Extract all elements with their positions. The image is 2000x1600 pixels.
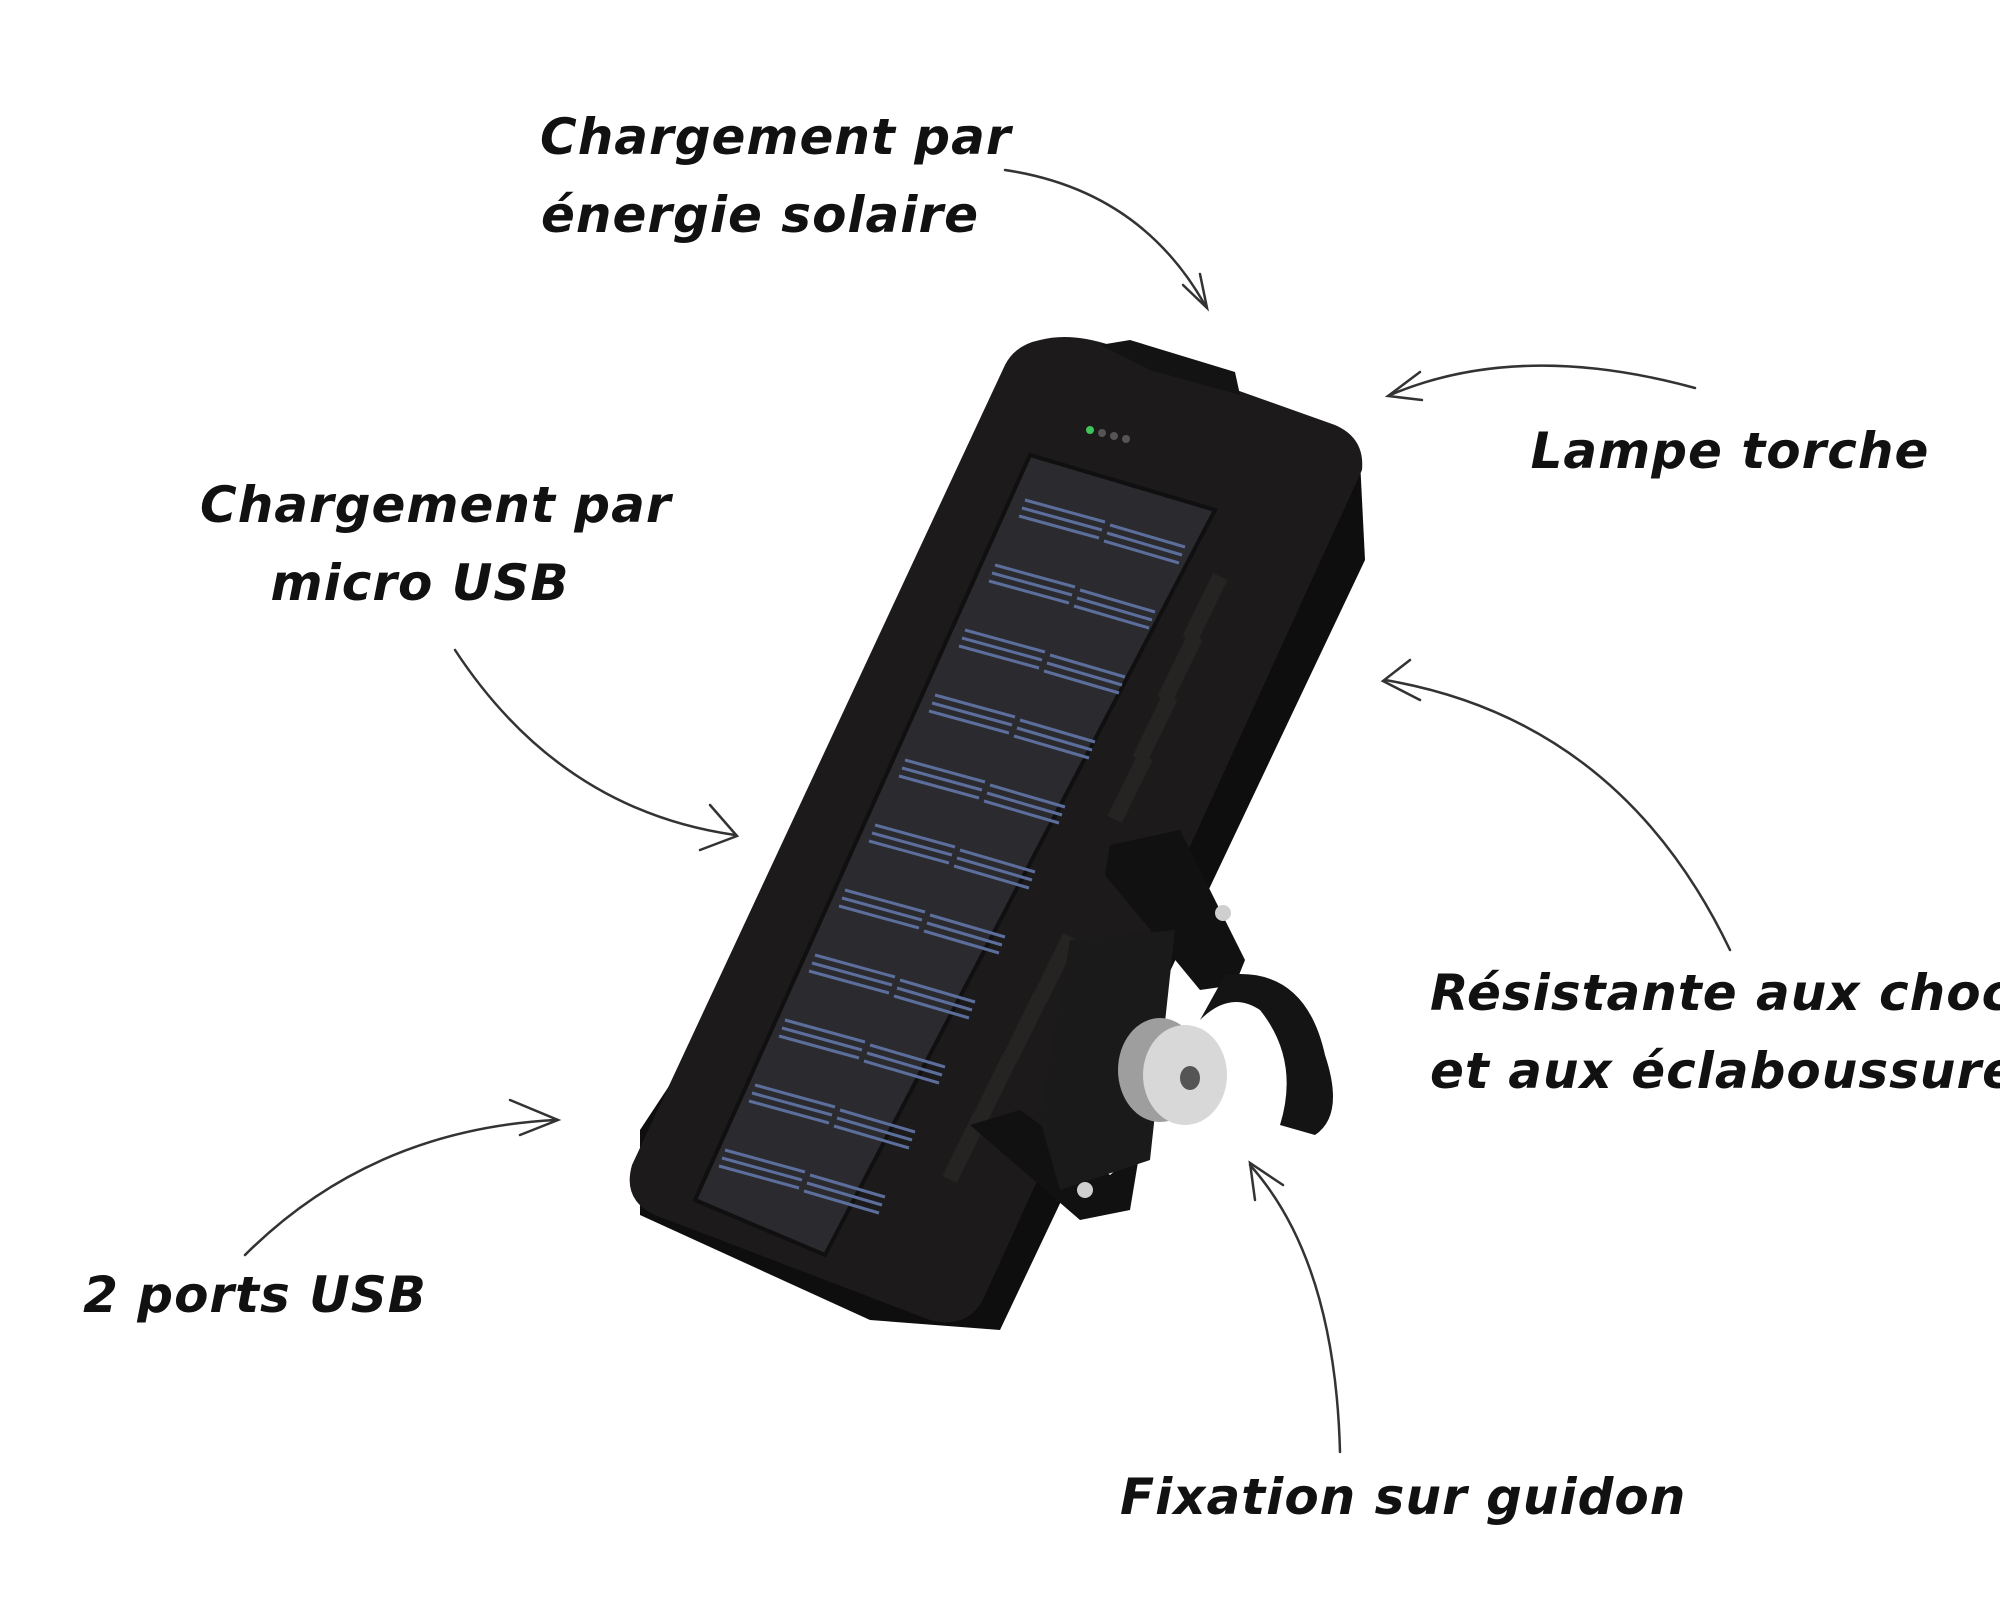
label-solar-line2: énergie solaire <box>540 186 980 244</box>
arrow-usb-ports-head <box>508 1098 562 1137</box>
arrow-micro-usb-head <box>698 803 740 852</box>
label-torch-line1: Lampe torche <box>1530 422 1930 480</box>
arrow-shock <box>1383 678 1732 952</box>
power-bank <box>629 336 1365 1330</box>
label-shock-line1: Résistante aux chocs <box>1430 964 2000 1022</box>
handlebar-mount <box>970 830 1333 1220</box>
label-usb-ports-line1: 2 ports USB <box>83 1266 427 1324</box>
mount-bracket <box>1040 930 1175 1190</box>
label-micro-usb-line2: micro USB <box>270 554 570 612</box>
arrow-solar <box>1003 168 1207 307</box>
torch-housing <box>1100 340 1240 395</box>
mount-arm-top <box>1105 830 1245 990</box>
screw-bottom <box>1077 1182 1093 1198</box>
label-torch: Lampe torche <box>1530 412 1930 490</box>
arrow-shock-head <box>1380 658 1422 702</box>
label-usb-ports: 2 ports USB <box>80 1256 430 1334</box>
arrow-micro-usb <box>453 648 737 837</box>
label-micro-usb-charging: Chargement par micro USB <box>200 466 672 622</box>
label-shock-line2: et aux éclaboussures <box>1430 1042 2000 1100</box>
arrow-torch <box>1388 364 1697 397</box>
solar-panel <box>692 452 1218 1258</box>
arrow-mount-head <box>1248 1160 1285 1202</box>
label-solar-charging: Chargement par énergie solaire <box>540 98 1012 254</box>
screw-top <box>1215 905 1231 921</box>
label-micro-usb-line1: Chargement par <box>200 476 672 534</box>
arrow-torch-head <box>1384 370 1424 402</box>
arrow-solar-head <box>1181 272 1210 312</box>
label-mount-line1: Fixation sur guidon <box>1120 1468 1687 1526</box>
mount-knob <box>1118 1018 1227 1125</box>
arrow-usb-ports <box>243 1118 557 1257</box>
grip-ridges <box>942 573 1228 1183</box>
mount-clamp-ring <box>1200 974 1333 1135</box>
label-shock-resistant: Résistante aux chocs et aux éclaboussure… <box>1430 954 2000 1110</box>
arrow-mount <box>1248 1163 1342 1454</box>
battery-leds <box>1086 426 1130 443</box>
label-handlebar-mount: Fixation sur guidon <box>1120 1458 1687 1536</box>
solar-cells <box>718 498 1186 1215</box>
label-solar-line1: Chargement par <box>540 108 1012 166</box>
